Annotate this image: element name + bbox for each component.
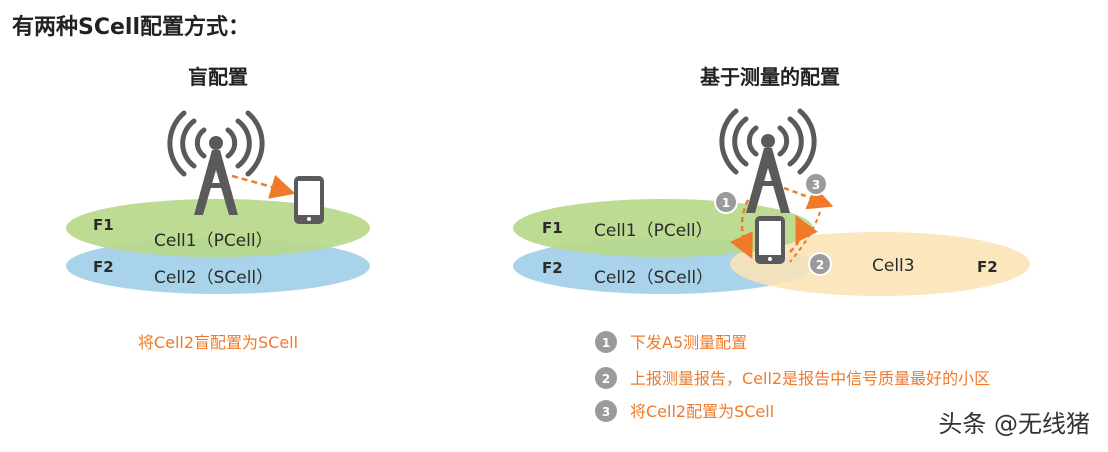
right-cell3-coverage [730,232,1030,296]
step-number-icon [595,331,617,353]
antenna-tower-icon [719,108,817,213]
dashed-arrow-icon [789,215,818,253]
svg-text:1: 1 [602,336,610,350]
left-f2-label: F2 [93,258,114,276]
step-number-icon: 3 [804,172,828,196]
left-cell2-label: Cell2（SCell） [154,268,273,288]
dashed-arrow-icon [730,199,753,260]
left-f1-label: F1 [93,216,114,234]
svg-text:2: 2 [602,372,610,386]
svg-text:1: 1 [722,196,730,210]
left-cell1-label: Cell1（PCell） [154,231,273,251]
step-item: 3 将Cell2配置为SCell [595,400,774,422]
mobile-phone-icon [755,216,785,264]
svg-text:3: 3 [812,178,820,192]
svg-text:2: 2 [816,258,824,272]
right-f2-label: F2 [542,259,563,277]
step-number-icon: 2 [808,252,832,276]
right-cell3-label: Cell3 [872,256,915,276]
dashed-arrow-icon [783,185,834,210]
right-cell2-label: Cell2（SCell） [594,268,713,288]
step-item: 2 上报测量报告，Cell2是报告中信号质量最好的小区 [595,367,990,389]
right-title: 基于测量的配置 [700,65,840,89]
step-text: 将Cell2配置为SCell [630,402,774,421]
step-number-icon [595,367,617,389]
antenna-tower-icon [167,110,265,215]
right-cell1-label: Cell1（PCell） [594,221,713,241]
step-number-icon: 1 [714,190,738,214]
right-f1-label: F1 [542,219,563,237]
mobile-phone-icon [294,176,324,224]
step-number-icon [595,400,617,422]
left-caption: 将Cell2盲配置为SCell [138,333,298,352]
step-text: 上报测量报告，Cell2是报告中信号质量最好的小区 [630,369,990,388]
left-title: 盲配置 [188,65,248,89]
page-title: 有两种SCell配置方式： [12,14,250,40]
right-f2-cell3-label: F2 [977,258,998,276]
left-panel: 盲配置 F1 F2 Cell1（PCell） Cell2（SCell） [66,65,370,352]
step-text: 下发A5测量配置 [630,333,747,352]
step-item: 1 下发A5测量配置 [595,331,747,353]
watermark: 头条 @无线猪 [938,410,1090,438]
dashed-arrow-icon [231,174,296,199]
dashed-arrow-icon [789,211,821,263]
right-panel: 基于测量的配置 F1 F2 Cell1（PCell） Cell2（SCell） … [513,65,1030,422]
svg-text:3: 3 [602,405,610,419]
steps-list: 1 下发A5测量配置 2 上报测量报告，Cell2是报告中信号质量最好的小区 3… [595,331,990,422]
